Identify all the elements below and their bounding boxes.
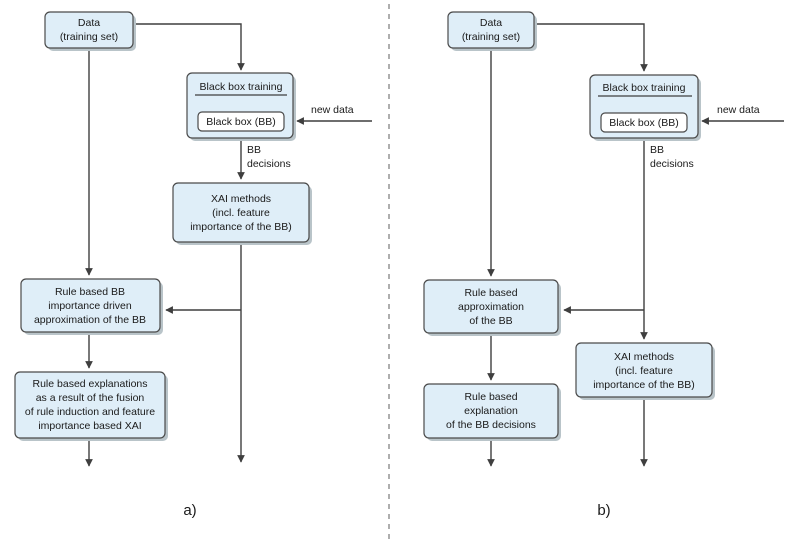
panel-a: Data (training set) Black box training B… [14, 11, 372, 519]
label-b-new-data: new data [717, 104, 760, 116]
node-a-black-box-training[interactable]: Black box training Black box (BB) [186, 72, 296, 141]
edge-b-data-to-blackbox [534, 23, 648, 72]
panel-a-label: a) [183, 502, 196, 519]
node-a-bb-inner-rect[interactable] [197, 111, 285, 132]
panel-b-label: b) [597, 502, 610, 519]
node-b-bbt-title: Black box training [603, 82, 686, 94]
node-a-rba-line2: importance driven [48, 300, 132, 312]
node-b-rba-line3: of the BB [469, 315, 512, 327]
node-b-data-line1: Data [480, 17, 502, 29]
node-b-rba-line1: Rule based [464, 287, 517, 299]
node-a-bbt-title: Black box training [200, 81, 283, 93]
node-b-xai-line1: XAI methods [614, 351, 674, 363]
node-b-rba-rect [423, 279, 559, 334]
node-a-rbe-line4: importance based XAI [38, 420, 141, 432]
node-b-xai-line3: importance of the BB) [593, 379, 695, 391]
node-a-xai-line3: importance of the BB) [190, 221, 292, 233]
node-a-rba-rect [20, 278, 161, 333]
node-b-data[interactable]: Data (training set) [447, 11, 537, 51]
label-b-bb-decisions-1: BB [650, 144, 664, 156]
node-b-black-box-training[interactable]: Black box training Black box (BB) [589, 74, 701, 141]
label-a-bb-decisions-2: decisions [247, 158, 291, 170]
label-b-bb-decisions-2: decisions [650, 158, 694, 170]
panel-b: Data (training set) Black box training B… [423, 11, 784, 519]
node-a-rbe-rect [14, 371, 166, 439]
panel-b-connectors [487, 23, 784, 467]
node-b-data-line2: (training set) [462, 31, 520, 43]
node-a-rbe-line1: Rule based explanations [33, 378, 148, 390]
node-b-xai-line2: (incl. feature [615, 365, 673, 377]
node-a-rba-line1: Rule based BB [55, 286, 125, 298]
node-a-rbe-line2: as a result of the fusion [36, 392, 145, 404]
node-b-bb-inner-label: Black box (BB) [609, 117, 678, 129]
node-b-rbe-line1: Rule based [464, 391, 517, 403]
label-a-new-data: new data [311, 104, 354, 116]
node-a-bb-inner-label: Black box (BB) [206, 116, 275, 128]
node-b-rule-based-explanation[interactable]: Rule based explanation of the BB decisio… [423, 383, 561, 441]
node-a-xai-line1: XAI methods [211, 193, 271, 205]
node-a-rbe-line3: of rule induction and feature [25, 406, 155, 418]
node-a-rule-based-explanations[interactable]: Rule based explanations as a result of t… [14, 371, 168, 441]
node-b-rbe-rect [423, 383, 559, 439]
node-b-xai-methods[interactable]: XAI methods (incl. feature importance of… [575, 342, 715, 400]
node-b-rbe-line2: explanation [464, 405, 518, 417]
node-b-bb-inner-rect[interactable] [600, 112, 688, 133]
node-a-data-rect [44, 11, 134, 49]
node-b-data-rect [447, 11, 535, 49]
node-a-xai-methods[interactable]: XAI methods (incl. feature importance of… [172, 182, 312, 245]
node-a-xai-rect [172, 182, 310, 243]
panel-a-connectors [85, 23, 372, 467]
node-a-data-line2: (training set) [60, 31, 118, 43]
node-b-xai-rect [575, 342, 713, 398]
node-a-data-line1: Data [78, 17, 100, 29]
node-b-rule-based-approximation[interactable]: Rule based approximation of the BB [423, 279, 561, 336]
node-a-xai-line2: (incl. feature [212, 207, 270, 219]
node-a-rule-based-approximation[interactable]: Rule based BB importance driven approxim… [20, 278, 163, 335]
node-b-rbe-line3: of the BB decisions [446, 419, 536, 431]
label-a-bb-decisions-1: BB [247, 144, 261, 156]
edge-data-to-blackbox [133, 23, 245, 71]
node-b-rba-line2: approximation [458, 301, 524, 313]
node-a-rba-line3: approximation of the BB [34, 314, 146, 326]
node-a-data[interactable]: Data (training set) [44, 11, 136, 51]
